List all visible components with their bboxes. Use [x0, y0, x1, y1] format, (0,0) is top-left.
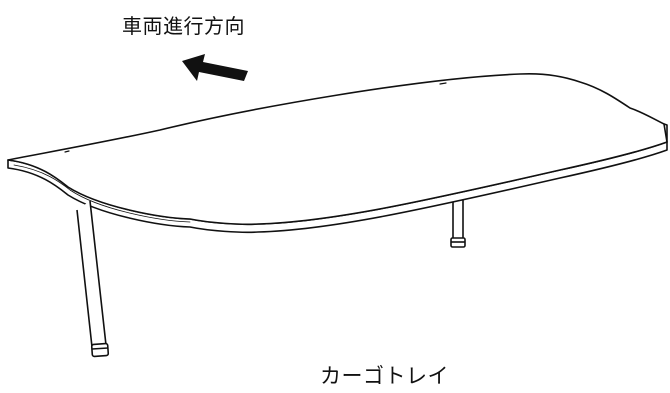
- cargo-tray-body: [7, 72, 668, 234]
- direction-arrow-icon: [182, 54, 248, 81]
- front-leg: [76, 200, 110, 358]
- direction-label: 車両進行方向: [122, 14, 245, 38]
- rear-leg: [450, 197, 466, 248]
- cargo-tray-label: カーゴトレイ: [320, 364, 449, 388]
